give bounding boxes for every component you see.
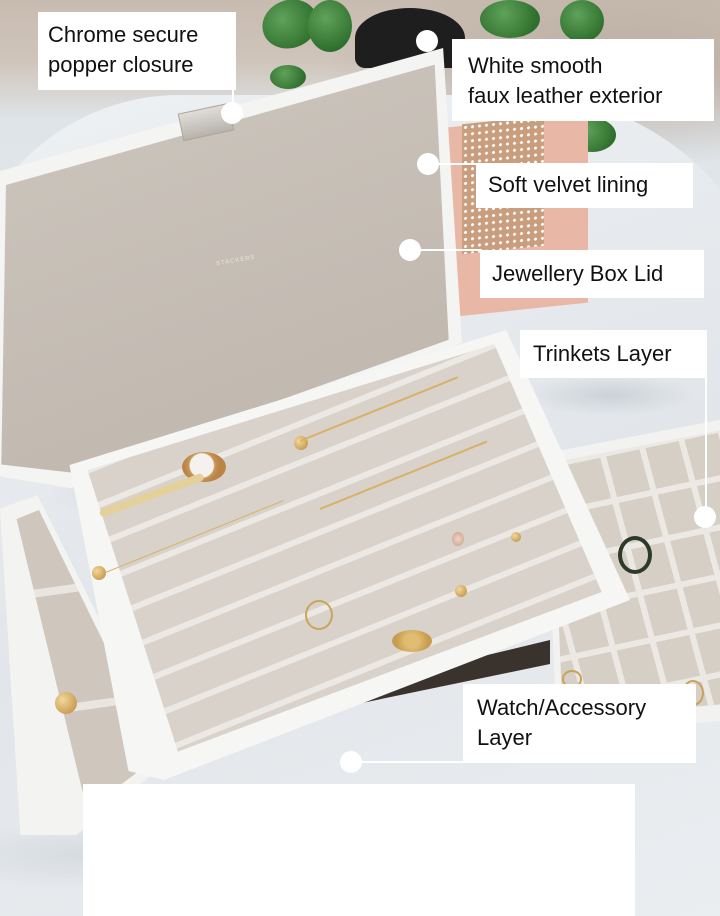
coin-pendant: [55, 692, 77, 714]
callout-text-line: Trinkets Layer: [533, 341, 672, 366]
blank-text-panel: [83, 784, 635, 916]
pendant: [92, 566, 106, 580]
plant-leaf: [270, 65, 306, 89]
ring: [511, 532, 521, 542]
resin-hoops: [618, 536, 652, 574]
callout-text-line: Layer: [477, 725, 533, 750]
callout-exterior: White smooth faux leather exterior: [452, 39, 714, 121]
callout-trinkets-layer: Trinkets Layer: [520, 330, 707, 378]
callout-leader-line: [438, 163, 478, 165]
callout-leader-line: [232, 90, 234, 110]
ring: [455, 585, 467, 597]
callout-popper-closure: Chrome secure popper closure: [38, 12, 236, 90]
hoop-earrings: [305, 600, 333, 630]
callout-text-line: Chrome secure: [48, 22, 199, 47]
callout-text-line: White smooth: [468, 53, 603, 78]
callout-text-line: faux leather exterior: [468, 83, 663, 108]
callout-watch-accessory-layer: Watch/Accessory Layer: [463, 684, 696, 763]
ring: [452, 532, 464, 546]
callout-dot-watch: [340, 751, 362, 773]
callout-dot-lid: [399, 239, 421, 261]
plant-leaf: [308, 0, 352, 52]
callout-text-line: Watch/Accessory: [477, 695, 647, 720]
callout-dot-popper: [221, 102, 243, 124]
callout-leader-line: [705, 378, 707, 510]
bracelet: [392, 630, 432, 652]
plant-leaf: [560, 0, 604, 42]
callout-dot-lining: [417, 153, 439, 175]
callout-velvet-lining: Soft velvet lining: [476, 163, 693, 208]
callout-dot-exterior: [416, 30, 438, 52]
plant-leaf: [480, 0, 540, 38]
callout-text-line: Jewellery Box Lid: [492, 261, 664, 286]
callout-dot-trinkets: [694, 506, 716, 528]
callout-leader-line: [352, 761, 464, 763]
callout-text-line: Soft velvet lining: [488, 172, 649, 197]
callout-box-lid: Jewellery Box Lid: [480, 250, 704, 298]
callout-text-line: popper closure: [48, 52, 194, 77]
callout-leader-line: [420, 249, 482, 251]
